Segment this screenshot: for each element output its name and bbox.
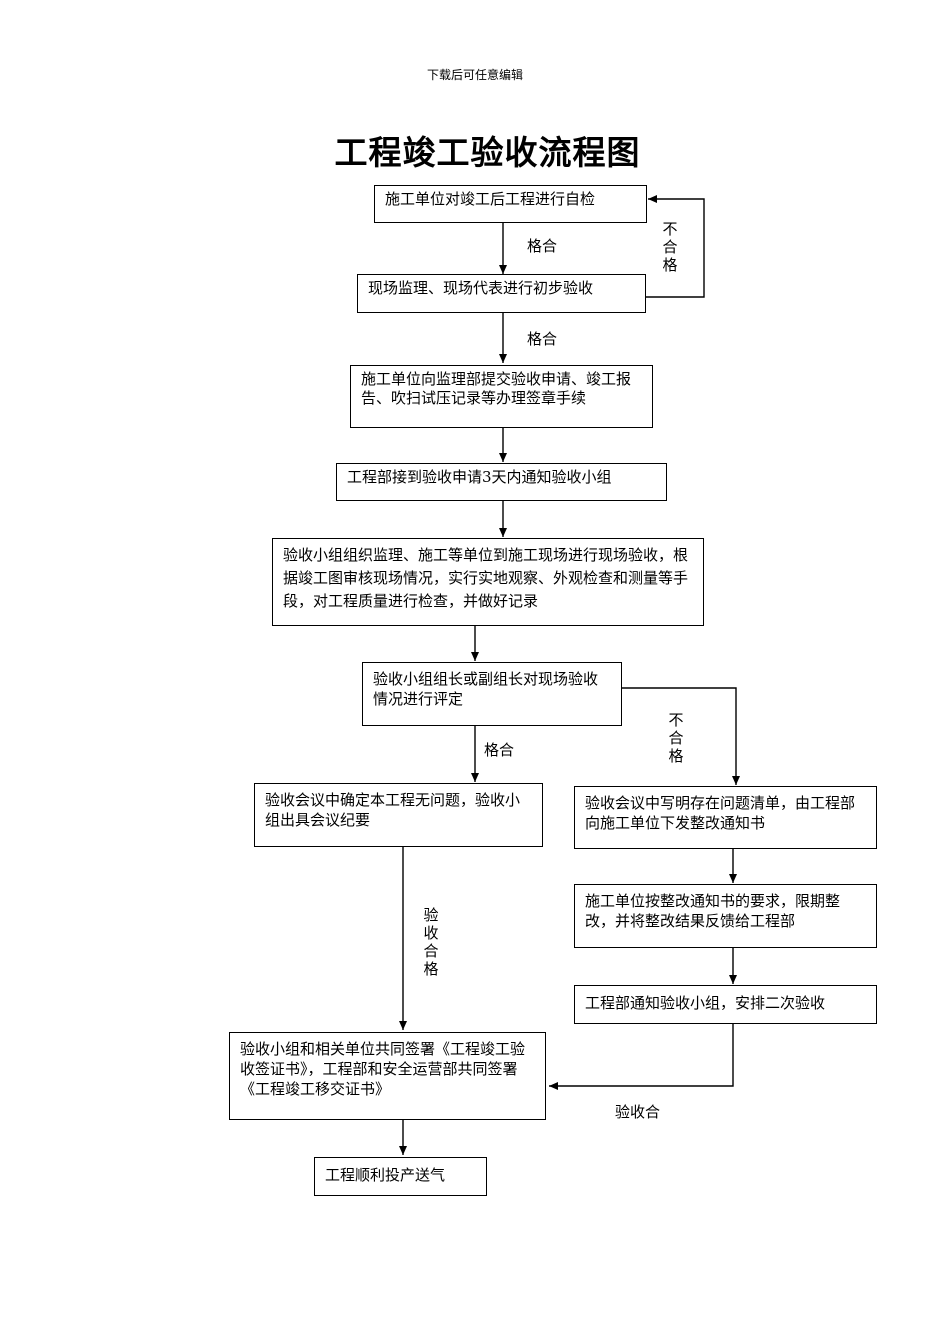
label-accept: 验收合格: [423, 906, 439, 978]
label-pass-2: 格合: [527, 330, 558, 348]
label-accept-second: 验收合: [615, 1103, 661, 1121]
step-preliminary-acceptance-text: 现场监理、现场代表进行初步验收: [368, 279, 594, 297]
step-notify-group-text: 工程部接到验收申请3天内通知验收小组: [347, 468, 612, 486]
label-fail-1: 不合格: [662, 220, 678, 274]
step-issue-list: 验收会议中写明存在问题清单，由工程部向施工单位下发整改通知书: [574, 786, 877, 849]
step-site-inspection-text: 验收小组组织监理、施工等单位到施工现场进行现场验收，根据竣工图审核现场情况，实行…: [283, 546, 689, 610]
step-submit-application-text: 施工单位向监理部提交验收申请、竣工报告、吹扫试压记录等办理签章手续: [361, 370, 632, 407]
step-sign-certificates: 验收小组和相关单位共同签署《工程竣工验收签证书》，工程部和安全运营部共同签署《工…: [229, 1032, 546, 1120]
step-no-issue-minutes: 验收会议中确定本工程无问题，验收小组出具会议纪要: [254, 783, 543, 847]
label-pass-3: 格合: [484, 741, 515, 759]
step-site-inspection: 验收小组组织监理、施工等单位到施工现场进行现场验收，根据竣工图审核现场情况，实行…: [272, 538, 704, 626]
step-issue-list-text: 验收会议中写明存在问题清单，由工程部向施工单位下发整改通知书: [585, 794, 856, 832]
step-evaluation-text: 验收小组组长或副组长对现场验收情况进行评定: [373, 670, 599, 708]
step-second-acceptance-text: 工程部通知验收小组，安排二次验收: [585, 994, 826, 1012]
page-title: 工程竣工验收流程图: [334, 133, 641, 172]
arrow-b6-b8-fail: [621, 687, 740, 785]
step-evaluation: 验收小组组长或副组长对现场验收情况进行评定: [362, 662, 622, 726]
step-commissioning-text: 工程顺利投产送气: [325, 1166, 446, 1184]
step-preliminary-acceptance: 现场监理、现场代表进行初步验收: [357, 274, 646, 313]
step-rectification: 施工单位按整改通知书的要求，限期整改，并将整改结果反馈给工程部: [574, 884, 877, 948]
step-second-acceptance: 工程部通知验收小组，安排二次验收: [574, 985, 877, 1024]
step-notify-group: 工程部接到验收申请3天内通知验收小组: [336, 463, 667, 501]
step-submit-application: 施工单位向监理部提交验收申请、竣工报告、吹扫试压记录等办理签章手续: [350, 365, 653, 428]
step-self-inspection-text: 施工单位对竣工后工程进行自检: [385, 190, 596, 208]
label-pass-1: 格合: [527, 237, 558, 255]
header-note: 下载后可任意编辑: [426, 68, 523, 82]
arrow-b2-b1-fail: [645, 195, 705, 298]
step-commissioning: 工程顺利投产送气: [314, 1157, 487, 1196]
step-sign-certificates-text: 验收小组和相关单位共同签署《工程竣工验收签证书》，工程部和安全运营部共同签署《工…: [240, 1040, 526, 1098]
arrow-b10-b11: [549, 1023, 734, 1090]
step-no-issue-minutes-text: 验收会议中确定本工程无问题，验收小组出具会议纪要: [265, 791, 521, 829]
step-self-inspection: 施工单位对竣工后工程进行自检: [374, 185, 647, 223]
label-fail-2: 不合格: [668, 711, 684, 765]
step-rectification-text: 施工单位按整改通知书的要求，限期整改，并将整改结果反馈给工程部: [585, 892, 841, 930]
